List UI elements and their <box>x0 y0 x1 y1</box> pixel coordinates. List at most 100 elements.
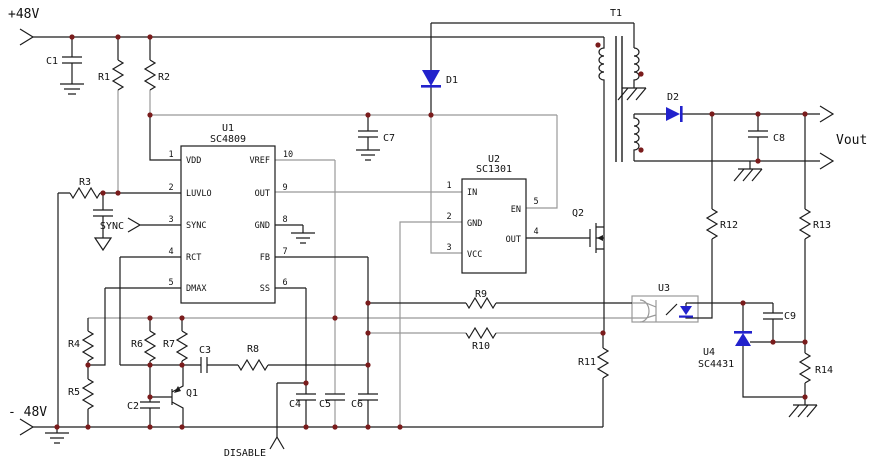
cap-c1 <box>60 37 84 95</box>
wire-supply-net <box>150 114 558 254</box>
phototransistor-symbol <box>632 299 657 323</box>
shunt-u4-icon <box>735 333 751 346</box>
label-r14: R14 <box>815 365 833 376</box>
resistor-r2-symbol <box>143 37 157 91</box>
t1-sec-coil <box>633 114 640 161</box>
resistor-r1-symbol <box>111 37 125 91</box>
label-c4: C4 <box>289 399 301 410</box>
transistor-q1-symbol <box>150 365 184 427</box>
resistor-r13-symbol <box>798 114 812 342</box>
t1-core <box>615 36 623 162</box>
ground-u1-gnd <box>275 224 315 244</box>
label-u4-part: SC4431 <box>698 359 734 370</box>
wire-d1 <box>430 22 635 115</box>
ground-output-chassis <box>733 161 763 182</box>
label-r4: R4 <box>68 339 80 350</box>
u1-num-7: 7 <box>282 247 287 257</box>
label-u2-ref: U2 <box>488 154 500 165</box>
vout-top-arrow-icon <box>819 105 835 123</box>
u1-num-2: 2 <box>168 183 173 193</box>
u1-num-10: 10 <box>283 150 293 160</box>
cap-c8 <box>748 114 768 161</box>
label-c8: C8 <box>773 133 785 144</box>
opto-led-bar <box>679 315 693 318</box>
resistor-r7-symbol <box>175 318 189 365</box>
label-d2: D2 <box>667 92 679 103</box>
label-r3: R3 <box>79 177 91 188</box>
wire-u2-gnd <box>399 221 462 427</box>
label-r8: R8 <box>247 344 259 355</box>
diode-d1-icon <box>422 70 440 86</box>
diode-d1-bar <box>421 85 441 88</box>
label-r13: R13 <box>813 220 831 231</box>
q2-arrow-icon <box>597 235 603 241</box>
sync-arrow-icon <box>127 217 181 233</box>
label-pos-rail: +48V <box>8 7 39 22</box>
label-u3-ref: U3 <box>658 283 670 294</box>
cap-sync <box>93 193 113 238</box>
u1-num-6: 6 <box>282 278 287 288</box>
resistor-r9-symbol <box>368 296 632 310</box>
resistor-r6-symbol <box>143 318 157 397</box>
cap-c2 <box>140 397 160 427</box>
ground-sync-triangle <box>93 237 113 252</box>
label-u4-ref: U4 <box>703 347 715 358</box>
wire-fb <box>275 256 369 394</box>
label-r11: R11 <box>578 357 596 368</box>
label-neg-rail: - 48V <box>8 405 47 420</box>
u1-pin-gnd: GND <box>255 221 270 231</box>
u1-num-1: 1 <box>168 150 173 160</box>
optocoupler-u3-box <box>631 295 699 323</box>
wire-ss <box>275 287 307 383</box>
label-u1-part: SC4809 <box>210 134 246 145</box>
blue-devices <box>174 70 752 393</box>
u1-num-5: 5 <box>168 278 173 288</box>
wire-dmax <box>88 287 181 366</box>
cap-c6 <box>358 393 378 427</box>
u1-pin-ss: SS <box>260 284 270 294</box>
wire-vdd <box>149 115 181 161</box>
label-u1-ref: U1 <box>222 123 234 134</box>
u2-num-3: 3 <box>446 243 451 253</box>
wire-disable <box>276 382 306 437</box>
wire-vref-net <box>88 159 632 394</box>
label-c5: C5 <box>319 399 331 410</box>
vout-bottom-arrow-icon <box>819 152 835 170</box>
label-r1: R1 <box>98 72 110 83</box>
opto-led-icon <box>680 306 692 315</box>
u1-pin-vdd: VDD <box>186 156 201 166</box>
label-t1: T1 <box>610 8 622 19</box>
u2-num-5: 5 <box>533 197 538 207</box>
label-r5: R5 <box>68 387 80 398</box>
u1-pin-vref: VREF <box>250 156 270 166</box>
cap-c5 <box>325 393 345 401</box>
resistor-r4-symbol <box>81 318 95 365</box>
u2-num-2: 2 <box>446 212 451 222</box>
label-d1: D1 <box>446 75 458 86</box>
neg-input-arrow-icon <box>19 418 35 436</box>
label-vout: Vout <box>836 133 867 148</box>
cap-c4 <box>296 383 316 427</box>
ground-neg-rail <box>45 427 69 444</box>
label-u2-part: SC1301 <box>476 164 512 175</box>
label-c2: C2 <box>127 401 139 412</box>
label-r7: R7 <box>163 339 175 350</box>
u1-pin-fb: FB <box>260 253 270 263</box>
u2-pin-in: IN <box>467 188 477 198</box>
cap-c9 <box>743 302 783 342</box>
cap-c7 <box>356 115 380 161</box>
wires-alt <box>88 90 699 427</box>
label-sync: SYNC <box>100 221 124 232</box>
label-r9: R9 <box>475 289 487 300</box>
wire-opto-led <box>665 302 743 319</box>
label-q1: Q1 <box>186 388 198 399</box>
u2-pin-vcc: VCC <box>467 250 482 260</box>
label-r10: R10 <box>472 341 490 352</box>
disable-arrow-icon <box>269 436 285 450</box>
u1-num-3: 3 <box>168 215 173 225</box>
diode-d2-icon <box>666 107 680 121</box>
label-c1: C1 <box>46 56 58 67</box>
label-c3: C3 <box>199 345 211 356</box>
u1-num-8: 8 <box>282 215 287 225</box>
